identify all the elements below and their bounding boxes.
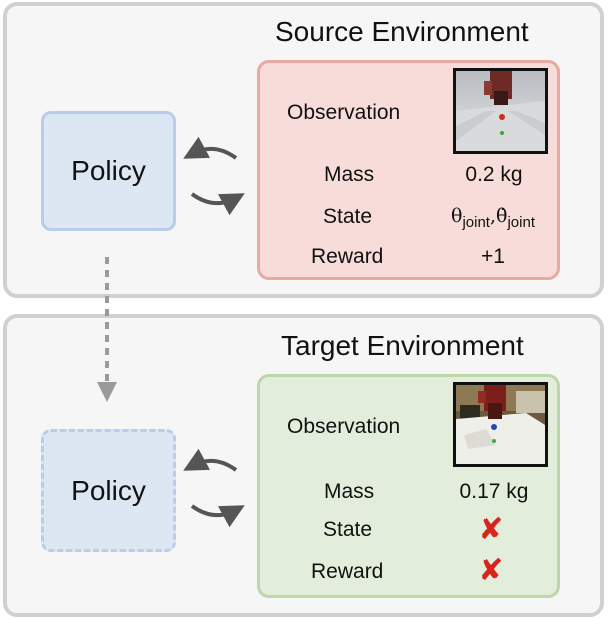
theta-dot-symbol: θ̇	[496, 205, 508, 227]
target-policy-label: Policy	[71, 474, 146, 506]
source-scene-render	[456, 71, 545, 151]
source-state-label: State	[323, 205, 373, 228]
target-reward-label: Reward	[311, 560, 384, 583]
target-scene-render	[456, 385, 545, 464]
source-mass-label: Mass	[324, 163, 375, 186]
target-state-label: State	[323, 518, 373, 541]
source-environment-title: Source Environment	[275, 16, 529, 47]
source-policy-label: Policy	[71, 155, 146, 186]
source-state-value: θjoint,θ̇joint	[451, 205, 535, 231]
target-reward-cross-icon: ✘	[478, 554, 504, 587]
source-reward-value: +1	[481, 245, 505, 268]
theta-subscript: joint	[462, 214, 490, 231]
target-environment-title: Target Environment	[281, 330, 524, 361]
source-observation-image	[453, 68, 548, 154]
target-mass-value: 0.17 kg	[459, 480, 529, 503]
source-reward-label: Reward	[311, 245, 384, 268]
source-policy-box: Policy	[41, 111, 176, 231]
target-mass-label: Mass	[324, 480, 375, 503]
target-observation-label: Observation	[287, 415, 401, 438]
target-cycle-arrows-icon	[183, 448, 245, 528]
target-observation-image	[453, 382, 548, 467]
theta-dot-subscript: joint	[507, 214, 536, 231]
source-mass-value: 0.2 kg	[465, 163, 523, 186]
source-observation-label: Observation	[287, 101, 401, 124]
target-state-cross-icon: ✘	[478, 513, 504, 546]
source-cycle-arrows-icon	[183, 136, 245, 216]
target-policy-box: Policy	[41, 429, 176, 552]
theta-symbol: θ	[450, 205, 463, 227]
state-separator: ,	[489, 205, 497, 227]
